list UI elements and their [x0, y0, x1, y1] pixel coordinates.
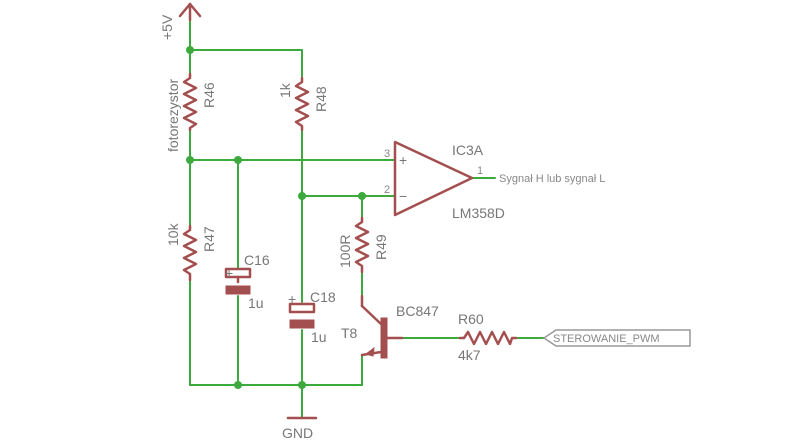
- r46-name: R46: [201, 82, 217, 108]
- c16-value: 1u: [248, 295, 264, 311]
- resistor-r48: 1k R48: [277, 76, 329, 132]
- transistor-t8: BC847 T8: [341, 294, 439, 359]
- resistor-r46: fotorezystor R46: [165, 72, 217, 152]
- supply-label: +5V: [159, 14, 175, 40]
- junctions: [186, 46, 366, 389]
- junction-dot: [298, 192, 306, 200]
- resistor-r47: 10k R47: [165, 222, 217, 282]
- c18-value: 1u: [311, 329, 327, 345]
- t8-value: BC847: [396, 303, 439, 319]
- r46-value: fotorezystor: [165, 79, 181, 152]
- wires: [189, 17, 545, 419]
- output-label: Sygnał H lub sygnał L: [499, 173, 605, 185]
- capacitor-c16: + C16 1u: [224, 252, 270, 311]
- pwm-label: STEROWANIE_PWM: [553, 333, 660, 345]
- c16-name: C16: [244, 252, 270, 268]
- pwm-net-flag: STEROWANIE_PWM: [542, 329, 691, 347]
- c18-name: C18: [310, 289, 336, 305]
- resistor-r60: R60 4k7: [458, 311, 518, 363]
- opamp-ic3a: + − 3 2 1 IC3A LM358D: [384, 140, 505, 221]
- junction-dot: [234, 156, 242, 164]
- junction-dot: [234, 381, 242, 389]
- r49-name: R49: [373, 234, 389, 260]
- ground-symbol: GND: [282, 416, 318, 441]
- c18-plus: +: [288, 291, 296, 307]
- junction-dot: [358, 192, 366, 200]
- opamp-minus-sign: −: [399, 188, 407, 204]
- supply-5v: +5V: [159, 2, 202, 40]
- ic-value: LM358D: [452, 205, 505, 221]
- pin-noninverting: 3: [384, 148, 390, 160]
- resistor-r49: 100R R49: [337, 216, 389, 274]
- pin-output: 1: [477, 165, 483, 177]
- capacitor-c18: + C18 1u: [288, 289, 336, 345]
- junction-dot: [186, 156, 194, 164]
- junction-dot: [298, 381, 306, 389]
- r47-value: 10k: [165, 222, 181, 246]
- r60-value: 4k7: [458, 347, 481, 363]
- r48-value: 1k: [277, 82, 293, 98]
- r49-value: 100R: [337, 235, 353, 268]
- ic-name: IC3A: [452, 142, 484, 158]
- r60-name: R60: [458, 311, 484, 327]
- c16-plus: +: [225, 265, 233, 281]
- t8-name: T8: [341, 325, 358, 341]
- r47-name: R47: [201, 226, 217, 252]
- pin-inverting: 2: [384, 184, 390, 196]
- opamp-plus-sign: +: [399, 152, 407, 168]
- junction-dot: [186, 46, 194, 54]
- ground-label: GND: [282, 425, 313, 441]
- r48-name: R48: [313, 86, 329, 112]
